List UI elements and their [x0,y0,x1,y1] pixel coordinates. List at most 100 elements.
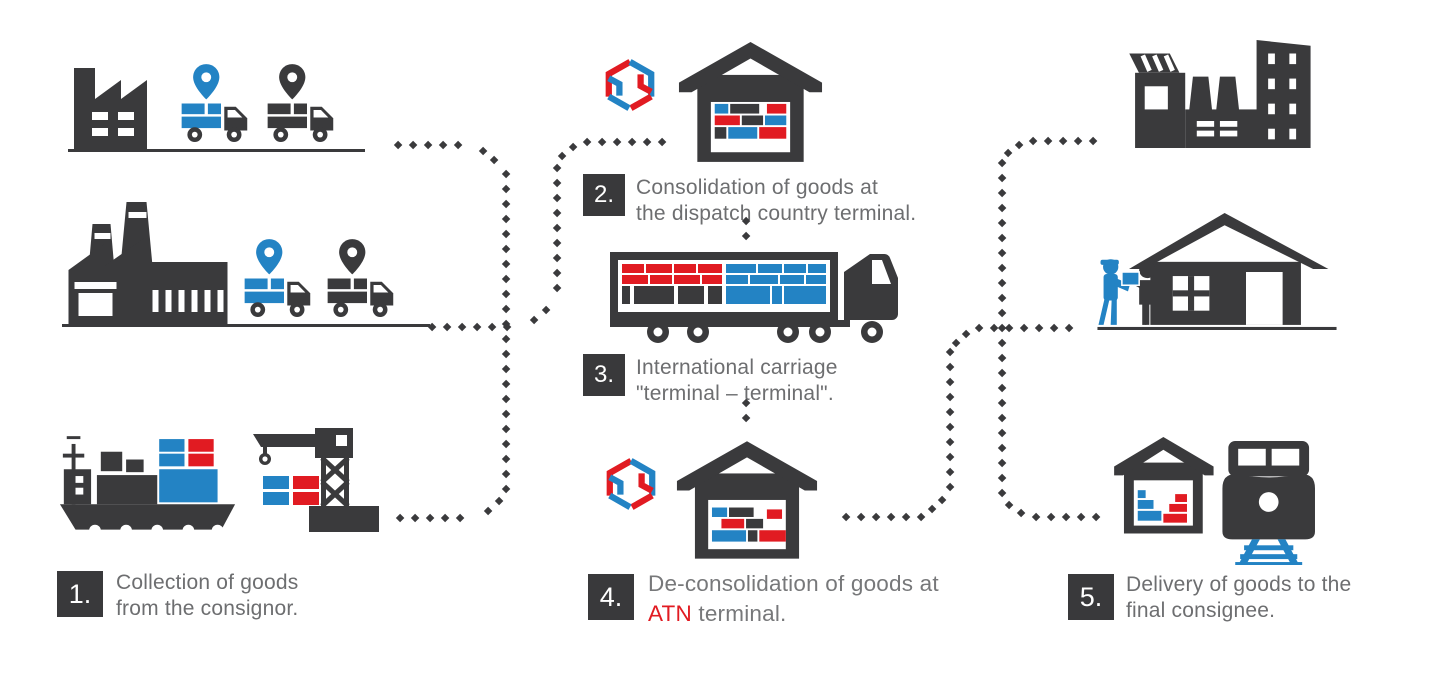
connector-dot [945,347,955,357]
step-3-label: International carriage "terminal – termi… [636,355,838,407]
plant-icon [68,202,228,324]
step-5-line1: Delivery of goods to the [1126,573,1352,596]
connector-dot [997,443,1007,453]
connector-dot [393,140,403,150]
connector-dot [552,283,562,293]
connector-dot [997,473,1007,483]
connector-dot [478,146,488,156]
connector-dot [1046,512,1056,522]
delivery-person-icon [1098,259,1140,325]
connector-dot [937,495,947,505]
step-5-badge: 5. [1068,574,1114,620]
connector-dot [501,394,511,404]
connector-dot [1028,136,1038,146]
connector-dot [501,454,511,464]
connector-dot [916,512,926,522]
connector-dot [945,407,955,417]
step-4-line1: De-consolidation of goods at [648,571,939,596]
connector-dot [997,308,1007,318]
port-crane-icon [253,428,379,532]
connector-dot [997,458,1007,468]
connector-dot [974,323,984,333]
connector-dot [997,158,1007,168]
connector-dot [427,322,437,332]
connector-dot [552,193,562,203]
connector-dot [997,353,1007,363]
step-1-badge: 1. [57,571,103,617]
connector-dot [423,140,433,150]
step-2-badge: 2. [583,174,625,216]
freight-train-icon [1222,440,1315,565]
connector-dot [997,488,1007,498]
connector-dot [997,398,1007,408]
connector-dot [1004,500,1014,510]
connector-dot [945,362,955,372]
step-3-badge: 3. [583,354,625,396]
connector-dot [552,253,562,263]
connector-dot [945,467,955,477]
connector-dot [1091,512,1101,522]
connector-dot [612,137,622,147]
connector-dot [395,513,405,523]
warehouse-with-cargo-icon [676,441,818,559]
factory-icon [74,68,147,150]
connector-dot [1016,508,1026,518]
ground-line [68,149,365,152]
connector-dot [501,289,511,299]
step-5-label: Delivery of goods to the final consignee… [1126,572,1351,624]
ground-line [62,324,430,327]
connector-dot [997,218,1007,228]
connector-dot [997,173,1007,183]
connector-dot [997,188,1007,198]
step-2-label: Consolidation of goods at the dispatch c… [636,175,916,227]
connector-dot [657,137,667,147]
connector-dot [1034,323,1044,333]
step-1-line1: Collection of goods [116,571,299,594]
connector-dot [552,268,562,278]
connector-dot [945,452,955,462]
connector-dot [541,305,551,315]
connector-dot [945,437,955,447]
connector-dot [961,329,971,339]
step-4-label: De-consolidation of goods at ATN termina… [648,569,939,629]
connector-dot [901,512,911,522]
connector-dot [501,274,511,284]
connector-dot [627,137,637,147]
step-2-line2: the dispatch country terminal. [636,202,917,225]
step-1-label: Collection of goods from the consignor. [116,570,298,622]
step-4-number: 4. [599,581,623,612]
connector-dot [741,413,751,423]
connector-dot [552,163,562,173]
connector-dot [997,233,1007,243]
step-5-line2: final consignee. [1126,599,1276,622]
step-4-atn-highlight: ATN [648,601,692,626]
connector-dot [494,496,504,506]
warehouse-with-cargo-icon [678,42,823,162]
connector-dot [1049,323,1059,333]
step-1-number: 1. [68,578,92,609]
connector-dot [501,199,511,209]
connector-dot [501,409,511,419]
connector-dot [501,439,511,449]
connector-dot [997,368,1007,378]
connector-dot [487,322,497,332]
connector-dot [501,334,511,344]
connector-dot [552,223,562,233]
connector-dot [997,428,1007,438]
connector-dot [927,504,937,514]
connector-dot [1019,323,1029,333]
connector-dot [501,349,511,359]
connector-dot [501,424,511,434]
connector-dot [856,512,866,522]
connector-dot [1073,136,1083,146]
connector-dot [408,140,418,150]
step-3-line2: "terminal – terminal". [636,382,834,405]
connector-dot [741,231,751,241]
terminal-and-train-icons [1114,437,1315,565]
connector-dot [501,169,511,179]
connector-dot [455,513,465,523]
connector-dot [997,413,1007,423]
connector-dot [1088,136,1098,146]
connector-dot [945,377,955,387]
